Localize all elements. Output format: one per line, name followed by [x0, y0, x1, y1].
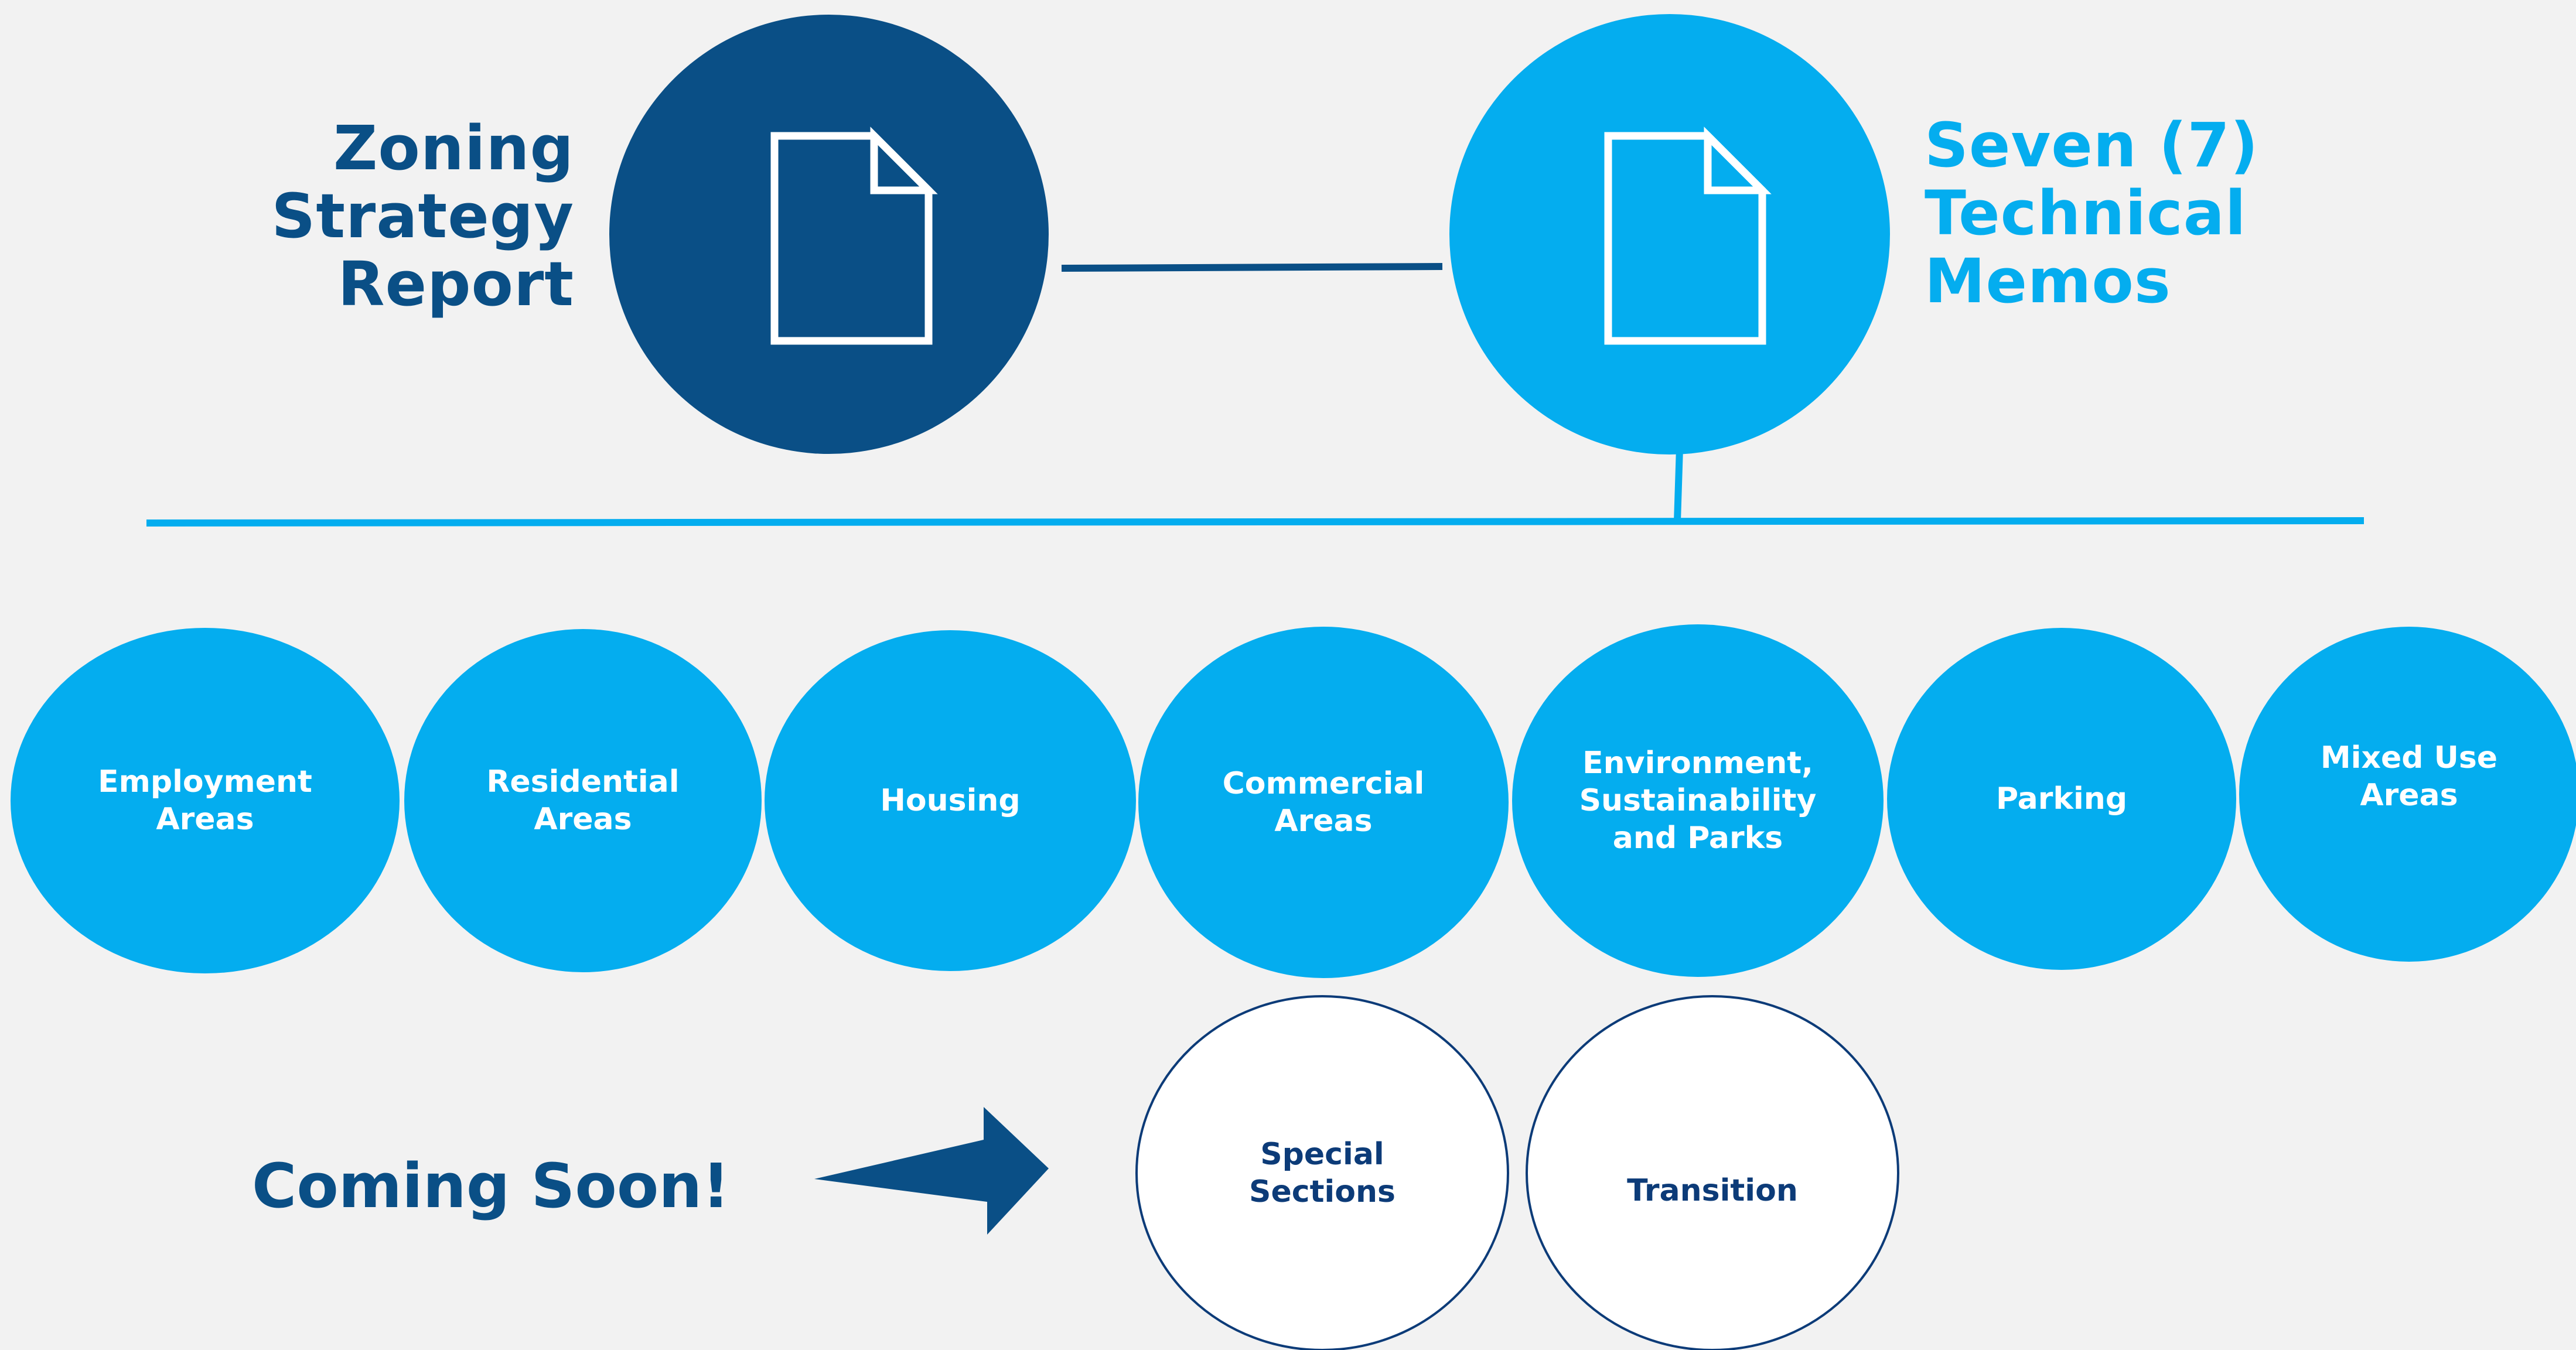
memo-topic-circle: [2239, 627, 2576, 962]
memo-topic-circle: [1512, 624, 1884, 977]
coming-soon-circle: [1135, 995, 1509, 1350]
memo-topic-circle: [765, 630, 1136, 971]
coming-soon-circle: [1526, 995, 1899, 1350]
memo-topic-circle: [11, 628, 400, 973]
memo-topic-circle: [1138, 627, 1509, 978]
document-icon: [1604, 127, 1772, 345]
coming-soon-item-label: Special Sections: [1249, 1137, 1396, 1209]
report-title: Zoning Strategy Report: [271, 112, 574, 320]
coming-soon-label: Coming Soon!: [252, 1150, 730, 1222]
memo-topic-circle: [1887, 628, 2236, 970]
memo-topic-label: Employment Areas: [98, 764, 312, 837]
memos-branch-line: [146, 517, 2365, 527]
memo-topic-label: Mixed Use Areas: [2320, 740, 2498, 813]
memos-title: Seven (7) Technical Memos: [1925, 110, 2259, 317]
memo-topic-label: Housing: [880, 783, 1021, 818]
memo-topic-label: Commercial Areas: [1222, 766, 1425, 839]
memos-circle: [1449, 14, 1890, 454]
memo-topic-label: Parking: [1995, 781, 2128, 816]
memos-stem-connector: [1674, 447, 1683, 522]
memo-topic-label: Residential Areas: [486, 764, 680, 837]
report-circle: [609, 15, 1049, 454]
document-icon: [770, 127, 938, 345]
memo-topic-label: Environment, Sustainability and Parks: [1579, 746, 1817, 856]
memo-topic-circle: [404, 629, 762, 972]
coming-soon-item-label: Transition: [1627, 1173, 1798, 1208]
report-memos-connector: [1061, 263, 1443, 272]
arrow-right-icon: [814, 1107, 1049, 1235]
